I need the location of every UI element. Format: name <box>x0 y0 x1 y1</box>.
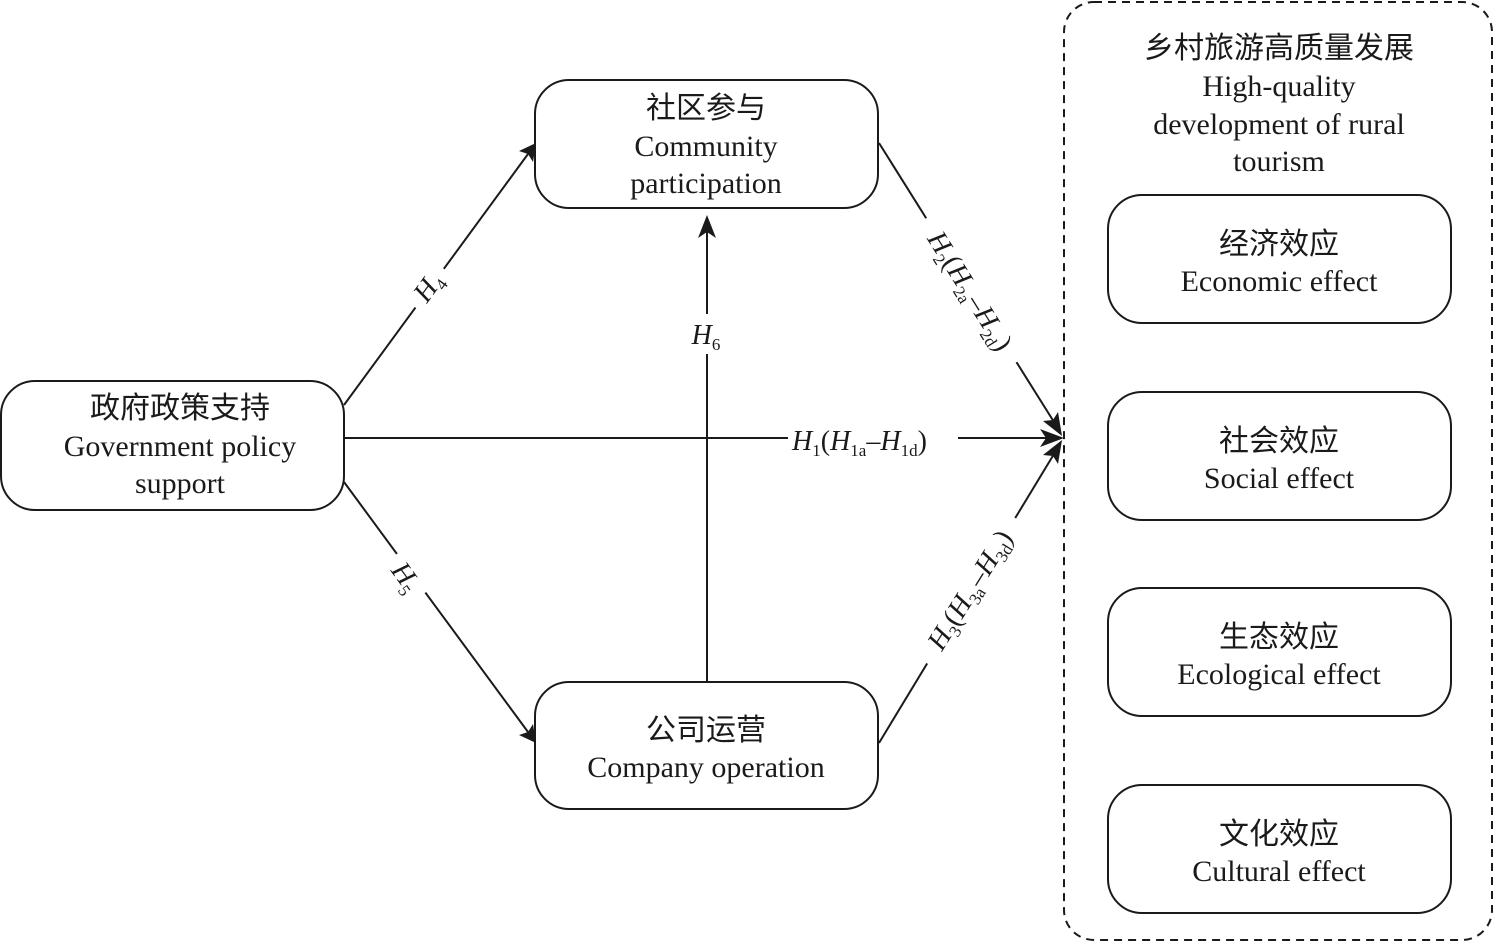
effect-cultural-zh: 文化效应 <box>1219 818 1339 851</box>
node-company-operation: 公司运营 Company operation <box>534 681 879 810</box>
node-company-box <box>534 681 879 810</box>
outcome-group-box <box>1063 1 1493 941</box>
edge-h1-label-bg <box>788 420 958 456</box>
effect-social: 社会效应 Social effect <box>1107 391 1452 521</box>
effect-ecological-zh: 生态效应 <box>1219 621 1339 654</box>
node-government-policy-support: 政府政策支持 Government policy support <box>0 380 345 511</box>
effect-ecological-en: Ecological effect <box>1177 658 1381 691</box>
edge-h1-label: H1(H1a–H1d) <box>791 426 927 460</box>
effect-economic: 经济效应 Economic effect <box>1107 194 1452 324</box>
edge-h2-label: H2(H2a–H2d) <box>918 225 1019 358</box>
node-government-en-line2: support <box>135 467 226 500</box>
edge-h5-label-bg <box>377 545 437 607</box>
edge-labels: H1(H1a–H1d) H4 H5 H6 H2(H2a–H2d) <box>377 208 1033 672</box>
edge-h4-arrowhead <box>519 143 536 162</box>
node-community-zh: 社区参与 <box>646 92 766 125</box>
outcome-group-en-line1: High-quality <box>1202 70 1355 103</box>
edge-h2-label-bg <box>909 208 1033 373</box>
edge-h3-arrowhead <box>1043 440 1062 464</box>
edge-h5-arrowhead <box>519 724 536 743</box>
node-community-en-line2: participation <box>630 167 782 200</box>
node-company-zh: 公司运营 <box>646 714 766 747</box>
effect-economic-zh: 经济效应 <box>1219 228 1339 261</box>
edge-h3-label: H3(H3a–H3d) <box>921 525 1022 658</box>
outcome-group-en-line2: development of rural <box>1153 108 1405 141</box>
node-government-zh: 政府政策支持 <box>90 392 270 425</box>
edge-h6-label: H6 <box>691 320 721 354</box>
edge-h4-label-bg <box>397 255 457 317</box>
effect-social-box <box>1107 391 1452 521</box>
effect-social-en: Social effect <box>1204 462 1355 495</box>
node-community-participation: 社区参与 Community participation <box>534 79 879 209</box>
effect-cultural: 文化效应 Cultural effect <box>1107 784 1452 914</box>
outcome-group-zh: 乡村旅游高质量发展 <box>1144 32 1414 65</box>
effect-economic-box <box>1107 194 1452 324</box>
node-community-en-line1: Community <box>634 130 777 163</box>
node-community-box <box>534 79 879 209</box>
edge-h3-label-bg <box>907 507 1031 672</box>
effect-economic-en: Economic effect <box>1181 265 1379 298</box>
edge-h6-arrowhead <box>698 215 716 238</box>
outcome-group-heading: 乡村旅游高质量发展 High-quality development of ru… <box>1144 32 1414 178</box>
effect-ecological: 生态效应 Ecological effect <box>1107 587 1452 717</box>
node-government-box <box>0 380 345 511</box>
effect-cultural-en: Cultural effect <box>1192 855 1366 888</box>
effect-cultural-box <box>1107 784 1452 914</box>
edge-h1-arrowhead <box>1040 429 1064 447</box>
outcome-group-en-line3: tourism <box>1233 145 1325 178</box>
edge-h2-arrowhead <box>1043 412 1062 436</box>
effect-social-zh: 社会效应 <box>1219 425 1339 458</box>
node-company-en-line1: Company operation <box>587 751 824 784</box>
edge-h5-line <box>343 481 529 733</box>
edge-h6-label-bg <box>684 314 732 354</box>
node-government-en-line1: Government policy <box>64 430 296 463</box>
effect-ecological-box <box>1107 587 1452 717</box>
